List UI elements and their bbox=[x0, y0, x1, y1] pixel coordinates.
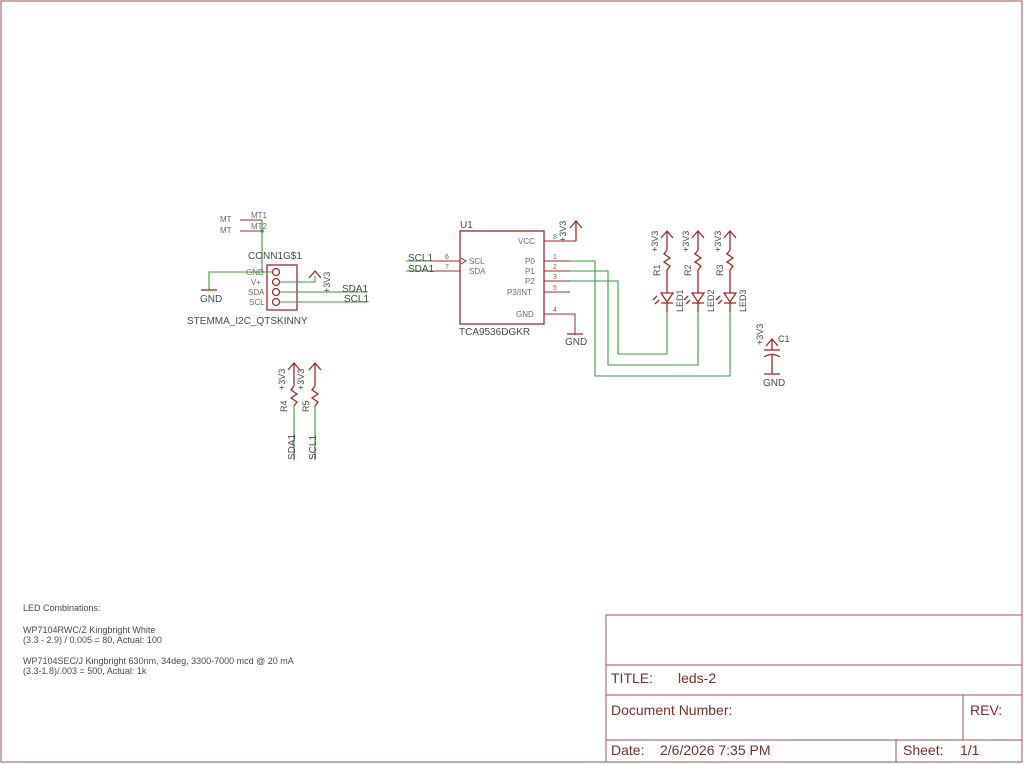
r2-label: R2 bbox=[683, 264, 693, 276]
mt-net-label-a: MT bbox=[220, 215, 232, 224]
notes-line-4: (3.3-1.8)/.003 = 500, Actual: 1k bbox=[23, 666, 147, 676]
date-value: 2/6/2026 7:35 PM bbox=[660, 742, 771, 758]
ic-value: TCA9536DGKR bbox=[459, 327, 530, 338]
connector-pin-vplus: V+ bbox=[251, 278, 261, 287]
notes-line-3: WP7104SEC/J Kingbright 630nm, 34deg, 330… bbox=[23, 656, 294, 666]
ic-pin8-num: 8 bbox=[553, 234, 557, 241]
r4-label: R4 bbox=[279, 400, 289, 412]
ic-pin6-num: 6 bbox=[445, 254, 449, 261]
title-value: leds-2 bbox=[678, 670, 716, 686]
led1-label: LED1 bbox=[675, 289, 685, 312]
ic-pin-p3int: P3/INT bbox=[507, 288, 532, 297]
ic-pin5-num: 5 bbox=[553, 285, 557, 292]
ic-pin-sda: SDA bbox=[469, 267, 486, 276]
sheet-value: 1/1 bbox=[960, 742, 980, 758]
pullup-r5[interactable]: +3V3 R5 SCL1 bbox=[296, 362, 322, 460]
ic-body bbox=[459, 230, 545, 325]
mt-net-label-b: MT bbox=[220, 226, 232, 235]
r5-label: R5 bbox=[301, 400, 311, 412]
c1-label: C1 bbox=[778, 334, 790, 344]
stemma-connector[interactable]: MT1 MT2 MT MT CONN1G$1 GND V+ SDA SCL ST… bbox=[187, 211, 308, 327]
v3-label-c1: +3V3 bbox=[755, 324, 765, 345]
r1-label: R1 bbox=[652, 264, 662, 276]
ic-pin-p2: P2 bbox=[525, 277, 535, 286]
gnd-label-connector: GND bbox=[200, 294, 222, 305]
ic-pin-scl: SCL bbox=[469, 257, 485, 266]
ic-pin-vcc: VCC bbox=[518, 237, 535, 246]
led-branch-2[interactable]: +3V3 R2 LED2 bbox=[681, 230, 716, 312]
pullup-r4[interactable]: +3V3 R4 SDA1 bbox=[277, 362, 301, 460]
v3-label-r4: +3V3 bbox=[277, 369, 287, 390]
date-label: Date: bbox=[611, 742, 644, 758]
ic-pin7-num: 7 bbox=[445, 264, 449, 271]
ic-pin3-num: 3 bbox=[553, 274, 557, 281]
v3-label-r2: +3V3 bbox=[681, 231, 691, 252]
ic-pin-p0: P0 bbox=[525, 257, 535, 266]
connector-body bbox=[266, 264, 298, 311]
title-block: TITLE: leds-2 Document Number: REV: Date… bbox=[605, 614, 1023, 763]
sda-net-label-ic: SDA1 bbox=[408, 264, 435, 275]
mt2-pin-label: MT2 bbox=[251, 222, 268, 231]
rev-label: REV: bbox=[970, 702, 1002, 718]
v3-label-r3: +3V3 bbox=[713, 231, 723, 252]
sda-net-label-connector: SDA1 bbox=[342, 284, 369, 295]
r3-label: R3 bbox=[715, 264, 725, 276]
scl-pullup-label: SCL1 bbox=[308, 435, 319, 460]
connector-name: CONN1G$1 bbox=[248, 251, 302, 262]
sda-pullup-label: SDA1 bbox=[287, 433, 298, 460]
led3-label: LED3 bbox=[738, 289, 748, 312]
ic-pin4-num: 4 bbox=[553, 307, 557, 314]
connector-pin-sda: SDA bbox=[248, 288, 265, 297]
ic-name: U1 bbox=[460, 220, 473, 231]
scl-net-label-ic: SCL1 bbox=[408, 253, 433, 264]
led-branch-1[interactable]: +3V3 R1 LED1 bbox=[650, 230, 685, 312]
connector-pin-scl: SCL bbox=[249, 298, 265, 307]
gnd-label-ic: GND bbox=[565, 337, 587, 348]
led-branch-3[interactable]: +3V3 R3 LED3 bbox=[713, 230, 748, 312]
ic-pin-gnd: GND bbox=[516, 310, 534, 319]
scl-net-label-connector: SCL1 bbox=[344, 294, 369, 305]
v3-label-r1: +3V3 bbox=[650, 231, 660, 252]
notes-heading: LED Combinations: bbox=[23, 603, 101, 613]
v3-label-r5: +3V3 bbox=[296, 369, 306, 390]
ic-pin1-num: 1 bbox=[553, 254, 557, 261]
mt1-pin-label: MT1 bbox=[251, 211, 268, 220]
sheet-label: Sheet: bbox=[903, 742, 943, 758]
notes-line-2: (3.3 - 2.9) / 0.005 = 80, Actual: 100 bbox=[23, 635, 162, 645]
gnd-label-c1: GND bbox=[763, 378, 785, 389]
ic-pin2-num: 2 bbox=[553, 264, 557, 271]
notes-line-1: WP7104RWC/Z Kingbright White bbox=[23, 625, 155, 635]
capacitor-c1[interactable]: +3V3 C1 GND bbox=[755, 324, 790, 389]
connector-value: STEMMA_I2C_QTSKINNY bbox=[187, 316, 308, 327]
v3-label-ic: +3V3 bbox=[558, 221, 568, 242]
v3-label-connector: +3V3 bbox=[322, 272, 332, 293]
led2-label: LED2 bbox=[706, 289, 716, 312]
ic-pin-p1: P1 bbox=[525, 267, 535, 276]
title-label: TITLE: bbox=[611, 670, 653, 686]
document-number-label: Document Number: bbox=[611, 702, 732, 718]
ic-u1[interactable]: U1 TCA9536DGKR 6 7 SCL SDA 8 1 2 3 5 4 V… bbox=[434, 220, 570, 338]
